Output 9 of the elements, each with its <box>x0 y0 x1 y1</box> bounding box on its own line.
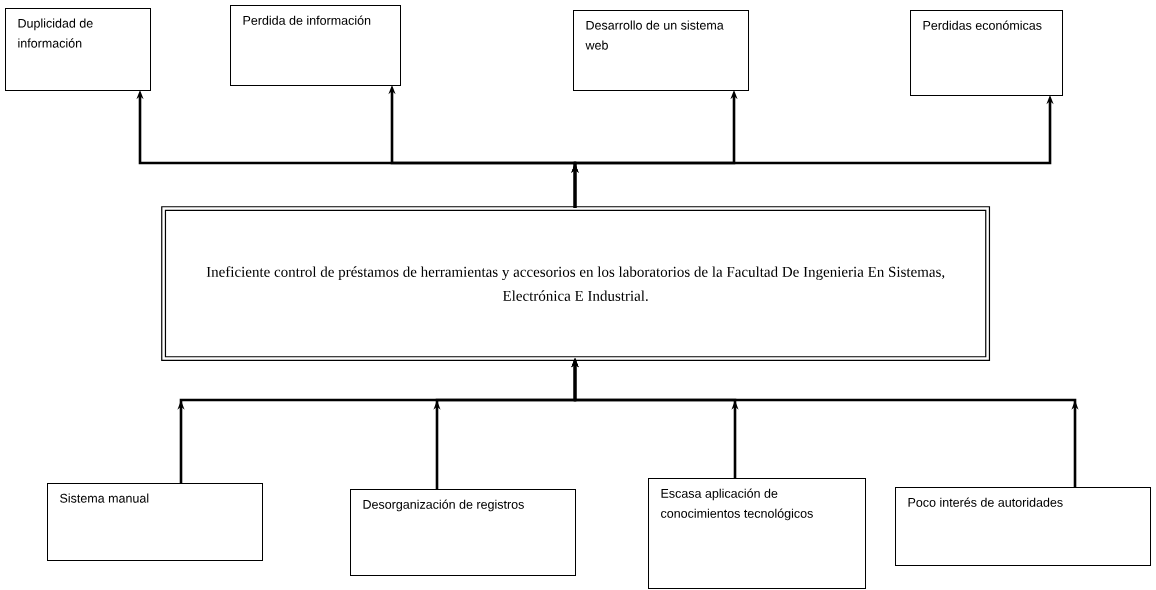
effect-box: Duplicidad de información <box>5 8 151 91</box>
effect-box: Perdidas económicas <box>910 10 1063 96</box>
effect-box: Perdida de información <box>230 5 401 86</box>
cause-box: Desorganización de registros <box>350 489 576 576</box>
cause-box: Escasa aplicación de conocimientos tecnológicos <box>648 478 866 589</box>
effect-box: Desarrollo de un sistema web <box>573 10 749 91</box>
cause-box: Sistema manual <box>47 483 263 561</box>
cause-box: Poco interés de autoridades <box>895 487 1151 566</box>
problem-box: Ineficiente control de préstamos de herramientas y accesorios en los laboratorios de la Facultad De Ingenieria En Sistemas, Electrónica E Industrial. <box>161 206 991 362</box>
